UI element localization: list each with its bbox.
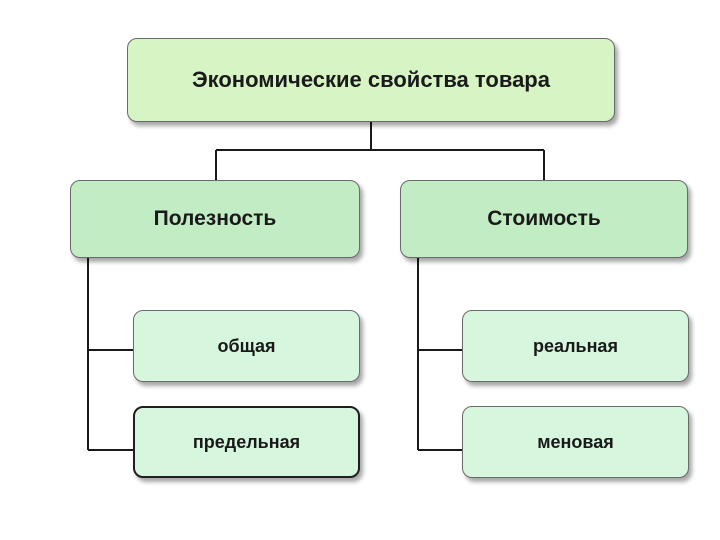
leaf-label-marginal: предельная: [192, 431, 301, 452]
leaf-node-general: общая: [133, 310, 360, 382]
branch-label-value: Стоимость: [487, 207, 601, 230]
leaf-node-exchange: меновая: [462, 406, 689, 478]
leaf-node-real: реальная: [462, 310, 689, 382]
leaf-label-exchange: меновая: [537, 431, 614, 452]
branch-node-value: Стоимость: [400, 180, 688, 258]
leaf-label-general: общая: [217, 335, 276, 356]
branch-node-utility: Полезность: [70, 180, 360, 258]
branch-label-utility: Полезность: [153, 207, 277, 230]
root-node: Экономические свойства товара: [127, 38, 615, 122]
leaf-node-marginal: предельная: [133, 406, 360, 478]
leaf-label-real: реальная: [533, 335, 618, 356]
root-label: Экономические свойства товара: [192, 67, 550, 92]
